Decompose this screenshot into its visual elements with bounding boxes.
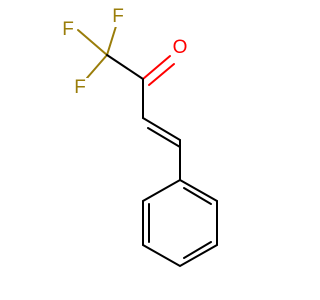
bond-cf-bottom <box>86 54 108 79</box>
bond-co-a <box>142 55 171 80</box>
phenyl-ring <box>142 178 218 268</box>
structure-canvas: F F F O <box>60 6 218 268</box>
bond-cc-a <box>142 117 181 141</box>
atom-fluorine-left: F <box>62 19 74 40</box>
atom-oxygen: O <box>173 37 188 58</box>
bond-group <box>77 22 218 268</box>
label-bg-f1 <box>110 7 126 27</box>
bond-co-b <box>148 63 175 86</box>
bond-cf3-carbonyl <box>106 54 144 80</box>
label-bg-f3 <box>72 78 88 98</box>
atom-fluorine-top: F <box>112 6 124 27</box>
aromatic-line-2 <box>183 241 212 259</box>
bond-cf-left <box>77 29 108 56</box>
bond-cc-b <box>147 127 181 148</box>
label-bg-f2 <box>60 20 76 40</box>
bond-cf-top <box>106 22 118 56</box>
aromatic-line-1 <box>183 187 212 205</box>
molecule-diagram: F F F O <box>60 6 218 268</box>
label-bg-o <box>171 38 189 58</box>
atom-fluorine-bottom: F <box>74 77 86 98</box>
